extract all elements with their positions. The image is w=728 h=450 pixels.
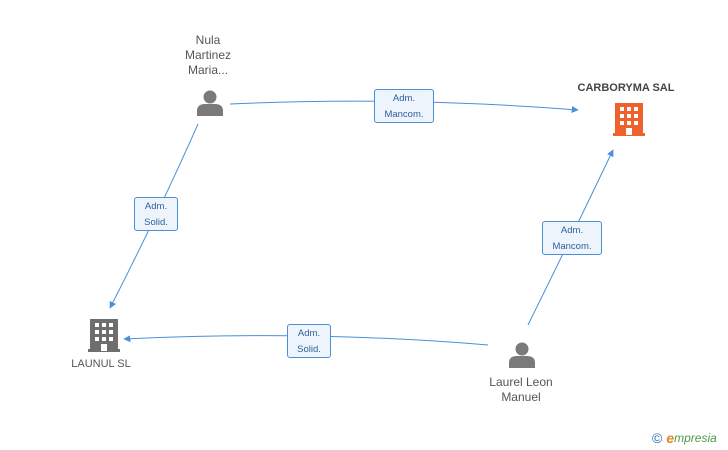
node-label-nula[interactable]: Nula Martinez Maria... [168, 33, 248, 78]
name-line: Maria... [187, 63, 228, 77]
person-icon[interactable] [197, 90, 223, 117]
role-line: Solid. [144, 217, 168, 228]
node-label-launul[interactable]: LAUNUL SL [71, 358, 131, 370]
role-line: Adm. [144, 201, 168, 212]
role-line: Solid. [297, 344, 321, 355]
edge-label-laurel-carboryma[interactable]: Adm. Mancom. [542, 221, 602, 255]
empresia-logo-e: e [666, 430, 675, 446]
role-line: Adm. [297, 328, 321, 339]
empresia-footer[interactable]: © e mpresia [652, 428, 717, 448]
edge-label-nula-carboryma[interactable]: Adm. Mancom. [374, 89, 434, 123]
person-icon[interactable] [509, 342, 535, 369]
role-line: Adm. [560, 225, 584, 236]
node-label-laurel[interactable]: Laurel Leon Manuel [476, 375, 566, 405]
role-line: Mancom. [552, 241, 592, 252]
edge-label-laurel-launul[interactable]: Adm. Solid. [287, 324, 331, 358]
name-line: Nula [195, 33, 221, 47]
name-line: Manuel [501, 390, 541, 404]
building-icon[interactable] [88, 319, 120, 352]
name-line: Laurel Leon [489, 375, 553, 389]
edge-label-nula-launul[interactable]: Adm. Solid. [134, 197, 178, 231]
building-icon[interactable] [613, 103, 645, 136]
empresia-logo-text: mpresia [674, 431, 717, 445]
copyright-symbol: © [652, 430, 663, 446]
name-line: Martinez [184, 48, 231, 62]
role-line: Mancom. [384, 109, 424, 120]
node-label-carboryma[interactable]: CARBORYMA SAL [577, 82, 675, 94]
role-line: Adm. [392, 93, 416, 104]
